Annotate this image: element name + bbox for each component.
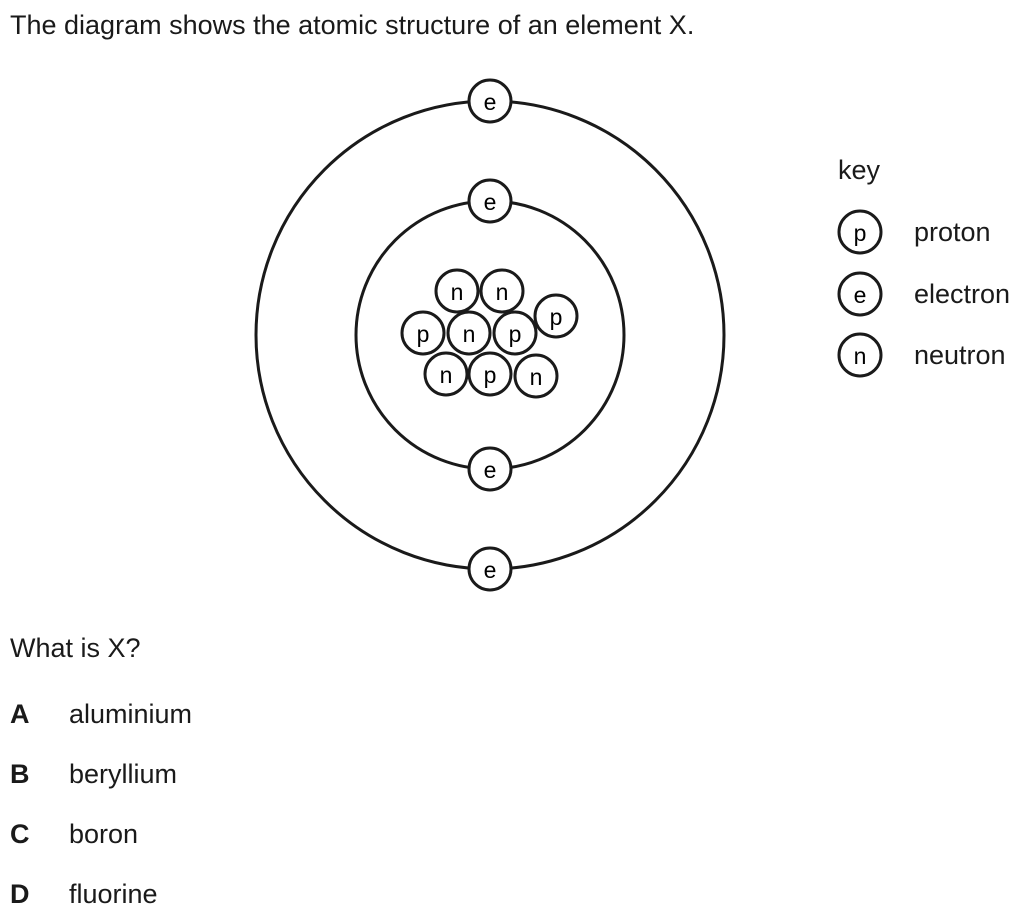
svg-text:e: e: [484, 89, 497, 115]
svg-text:p: p: [484, 362, 497, 388]
svg-text:e: e: [854, 282, 867, 308]
option-text: fluorine: [69, 879, 158, 909]
svg-text:p: p: [854, 220, 867, 246]
neutron: n: [423, 351, 469, 397]
svg-text:e: e: [484, 457, 497, 483]
option-text: beryllium: [69, 759, 178, 789]
proton: p: [467, 351, 513, 397]
neutron: n: [434, 268, 480, 314]
key-proton-symbol: p: [837, 209, 883, 255]
svg-text:n: n: [530, 364, 543, 390]
key-neutron-symbol: n: [837, 332, 883, 378]
proton: p: [533, 293, 579, 339]
key-electron-symbol: e: [837, 271, 883, 317]
svg-text:n: n: [463, 321, 476, 347]
key-neutron-label: neutron: [914, 340, 1006, 370]
question-stem: The diagram shows the atomic structure o…: [10, 10, 695, 40]
option-text: boron: [69, 819, 139, 849]
question-text: What is X?: [10, 633, 141, 663]
electron-inner-bottom: e: [467, 446, 513, 492]
neutron: n: [446, 310, 492, 356]
svg-text:n: n: [496, 279, 509, 305]
option-letter: D: [10, 879, 30, 909]
option-text: aluminium: [69, 699, 193, 729]
svg-text:n: n: [854, 343, 867, 369]
key-title: key: [838, 155, 881, 185]
option-letter: A: [10, 699, 30, 729]
option-letter: B: [10, 759, 30, 789]
key-proton-label: proton: [914, 217, 991, 247]
svg-text:e: e: [484, 189, 497, 215]
neutron: n: [513, 353, 559, 399]
nucleus: n n p p n p n n: [400, 268, 579, 399]
svg-text:n: n: [440, 362, 453, 388]
electron-outer-top: e: [467, 78, 513, 124]
svg-text:n: n: [451, 279, 464, 305]
proton: p: [400, 310, 446, 356]
svg-text:e: e: [484, 557, 497, 583]
electron-inner-top: e: [467, 178, 513, 224]
neutron: n: [479, 268, 525, 314]
option-letter: C: [10, 819, 30, 849]
electron-outer-bottom: e: [467, 546, 513, 592]
proton: p: [492, 310, 538, 356]
key-electron-label: electron: [914, 279, 1011, 309]
svg-text:p: p: [417, 321, 430, 347]
svg-text:p: p: [550, 304, 563, 330]
svg-text:p: p: [509, 321, 522, 347]
